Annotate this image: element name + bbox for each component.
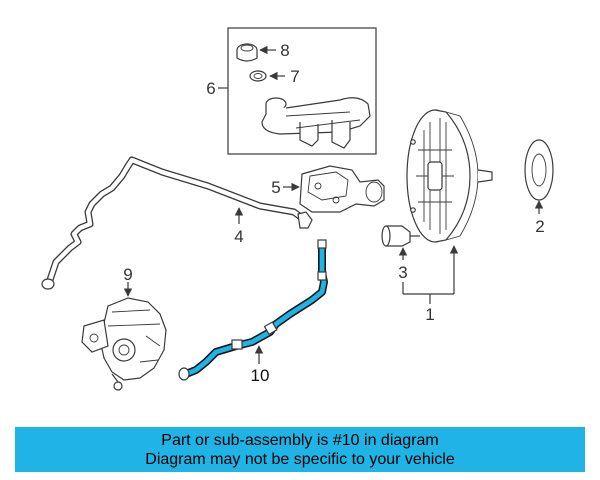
part-1-brake-booster[interactable] — [406, 109, 493, 243]
callout-10: 10 — [251, 366, 270, 385]
callout-9: 9 — [123, 265, 132, 284]
callout-5: 5 — [271, 178, 280, 197]
callout-8: 8 — [280, 41, 289, 60]
part-4-vacuum-line[interactable] — [41, 156, 313, 290]
callout-1-bracket — [402, 245, 459, 304]
callout-2: 2 — [535, 217, 544, 236]
part-9-vacuum-pump[interactable] — [81, 282, 167, 391]
callout-4: 4 — [234, 227, 243, 246]
part-2-gasket[interactable] — [524, 139, 554, 214]
notice-line-2: Diagram may not be specific to your vehi… — [145, 450, 455, 468]
part-10-vacuum-hose[interactable] — [178, 239, 328, 381]
notice-line-1: Part or sub-assembly is #10 in diagram — [161, 431, 439, 449]
callout-3: 3 — [398, 263, 407, 282]
part-3-valve[interactable] — [381, 225, 420, 260]
callout-1: 1 — [425, 305, 434, 324]
part-8-reservoir-cap[interactable] — [236, 43, 276, 62]
callout-7: 7 — [290, 67, 299, 86]
part-7-seal[interactable] — [249, 70, 285, 82]
parts-diagram: 2 3 1 4 5 6 7 8 9 10 — [41, 27, 554, 391]
part-6-reservoir[interactable] — [261, 97, 371, 149]
reservoir-inset-box — [218, 27, 377, 155]
callout-6: 6 — [206, 79, 215, 98]
part-notice-banner: Part or sub-assembly is #10 in diagram D… — [15, 427, 585, 472]
part-5-master-cylinder[interactable] — [283, 165, 385, 213]
